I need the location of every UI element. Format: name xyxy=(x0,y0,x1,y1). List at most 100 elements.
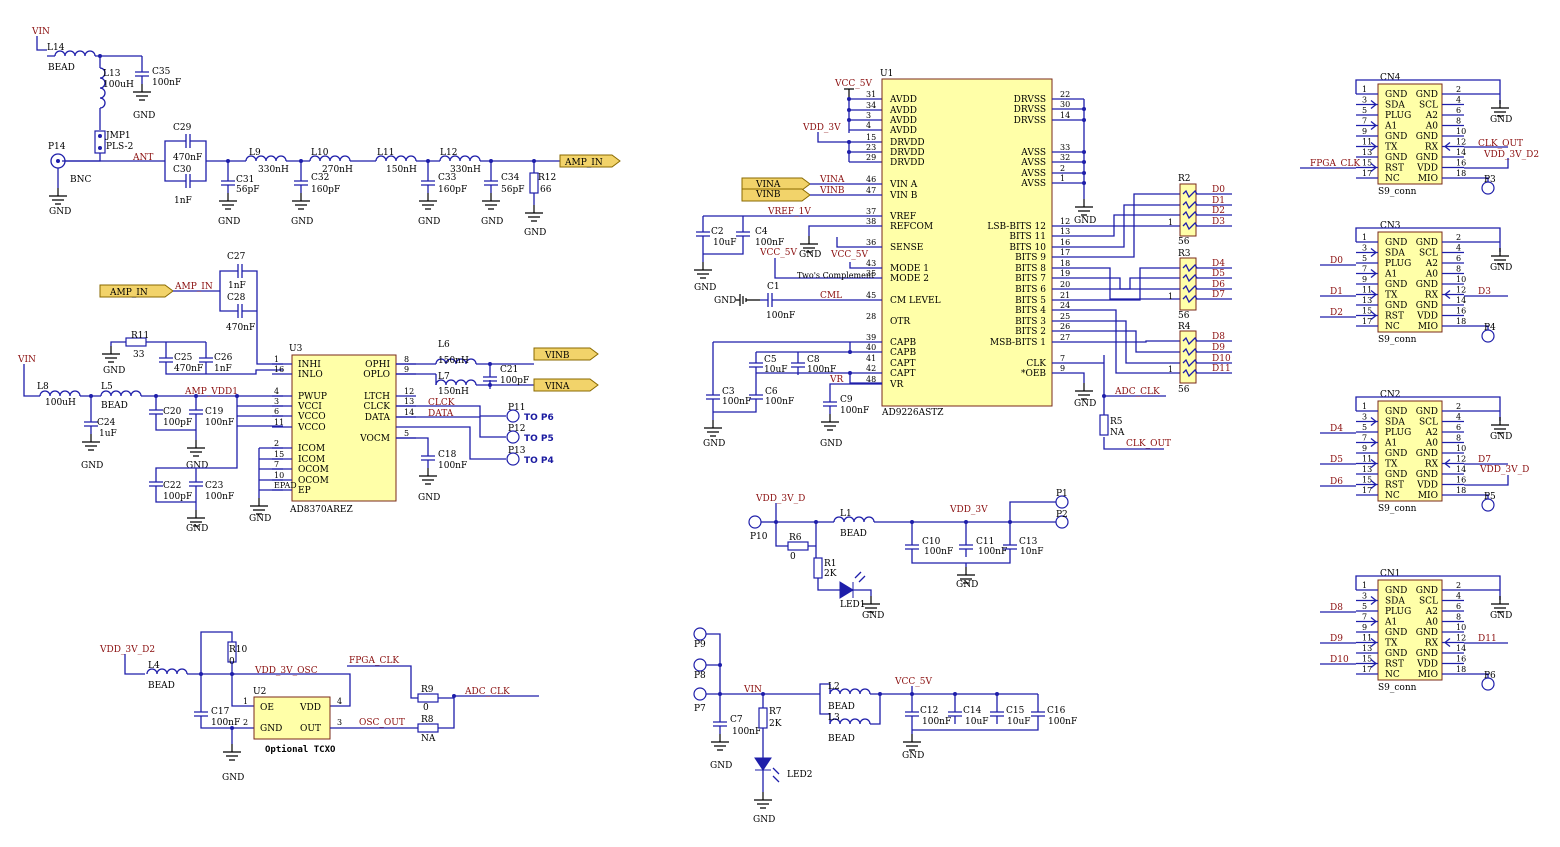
conn-pin-label: A1 xyxy=(1384,270,1397,280)
p13-testpoint[interactable] xyxy=(506,452,520,466)
svg-text:P10: P10 xyxy=(750,532,768,542)
u3-pin-number: 2 xyxy=(274,439,279,448)
p8-testpoint[interactable] xyxy=(693,658,707,672)
conn-pin-label: GND xyxy=(1416,470,1438,480)
svg-text:P11: P11 xyxy=(508,403,526,413)
p5-testpoint[interactable] xyxy=(1481,498,1495,512)
svg-text:C10: C10 xyxy=(922,537,941,547)
d-net-label: D11 xyxy=(1212,364,1231,374)
u3-pin-number: 9 xyxy=(404,365,409,374)
svg-text:2K: 2K xyxy=(769,719,782,729)
svg-text:L7: L7 xyxy=(438,372,450,382)
conn-pin-label: SCL xyxy=(1419,418,1438,428)
conn-pin-label: A1 xyxy=(1384,618,1397,628)
svg-text:L9: L9 xyxy=(249,148,261,158)
svg-text:AMP_IN: AMP_IN xyxy=(109,288,148,298)
u1-pin-label: VIN A xyxy=(889,180,918,190)
u1-pin-number: 41 xyxy=(866,354,876,363)
p12-testpoint[interactable] xyxy=(506,430,520,444)
conn-pin-number: 13 xyxy=(1362,465,1372,474)
conn-pin-label: SDA xyxy=(1385,101,1405,111)
svg-text:C5: C5 xyxy=(764,355,777,365)
conn-pin-number: 11 xyxy=(1362,634,1372,643)
svg-text:100pF: 100pF xyxy=(163,418,192,428)
p7-testpoint[interactable] xyxy=(693,687,707,701)
d-net-label: D7 xyxy=(1212,290,1225,300)
conn-pin-label: PLUG xyxy=(1385,259,1411,269)
u3-pin-number: 1 xyxy=(274,355,279,364)
u1-pin-number: 38 xyxy=(866,217,876,226)
p6-testpoint[interactable] xyxy=(1481,677,1495,691)
u1-pin-number: 43 xyxy=(866,259,876,268)
conn-pin-label: SCL xyxy=(1419,101,1438,111)
conn-pin-label: VDD xyxy=(1416,660,1438,670)
svg-text:TO P6: TO P6 xyxy=(524,413,554,423)
u1-pin-number: 22 xyxy=(1060,90,1070,99)
connector-nets: CLK_OUT VDD_3V_D2 FPGA_CLK VDD_3V_D D0 D… xyxy=(1310,139,1539,665)
l13-ref: L13 xyxy=(103,69,121,79)
svg-text:GND: GND xyxy=(418,493,440,503)
svg-text:GND: GND xyxy=(799,250,821,260)
svg-text:L10: L10 xyxy=(311,148,329,158)
svg-text:C2: C2 xyxy=(711,227,724,237)
d-net-label: D3 xyxy=(1212,217,1225,227)
svg-text:R3: R3 xyxy=(1178,249,1191,259)
svg-text:ADC_CLK: ADC_CLK xyxy=(464,687,510,697)
svg-text:D9: D9 xyxy=(1330,634,1343,644)
conn-pin-label: MIO xyxy=(1418,670,1438,680)
u3-pin-label: OCOM xyxy=(298,476,329,486)
conn-pin-label: A2 xyxy=(1425,259,1438,269)
svg-text:GND: GND xyxy=(418,217,440,227)
svg-text:470nF: 470nF xyxy=(173,153,202,163)
bnc-label: BNC xyxy=(70,175,91,185)
conn-pin-number: 2 xyxy=(1456,233,1461,242)
conn-pin-label: GND xyxy=(1385,470,1407,480)
p11-testpoint[interactable] xyxy=(506,409,520,423)
svg-text:OE: OE xyxy=(260,703,274,713)
u1-pin-label: SENSE xyxy=(890,243,923,253)
l14-ref: L14 xyxy=(47,43,65,53)
svg-text:C31: C31 xyxy=(236,175,254,185)
u1-pin-label: CM LEVEL xyxy=(890,296,941,306)
u1-pin-number: 40 xyxy=(866,343,876,352)
svg-text:GND: GND xyxy=(81,461,103,471)
svg-text:10uF: 10uF xyxy=(1007,717,1031,727)
u1-pin-label: BITS 11 xyxy=(1009,232,1046,242)
u1-pin-number: 25 xyxy=(1060,312,1070,321)
svg-text:GND: GND xyxy=(103,366,125,376)
u1-pin-label: DRVDD xyxy=(890,148,925,158)
svg-text:VCC_5V: VCC_5V xyxy=(830,250,868,260)
p2-testpoint[interactable] xyxy=(1055,515,1069,529)
svg-text:100nF: 100nF xyxy=(205,492,234,502)
u3-pin-number: 12 xyxy=(404,387,414,396)
svg-text:C26: C26 xyxy=(214,353,233,363)
u3-pin-label: ICOM xyxy=(298,444,325,454)
svg-text:C11: C11 xyxy=(976,537,994,547)
p1-testpoint[interactable] xyxy=(1055,495,1069,509)
p4-testpoint[interactable] xyxy=(1481,329,1495,343)
svg-text:150nH: 150nH xyxy=(386,165,417,175)
svg-text:D3: D3 xyxy=(1478,287,1491,297)
p10-testpoint[interactable] xyxy=(748,515,762,529)
u1-pin-label: CAPB xyxy=(890,338,916,348)
svg-text:1: 1 xyxy=(1168,292,1173,301)
conn-pin-number: 18 xyxy=(1456,317,1466,326)
u3-pin-label: ICOM xyxy=(298,455,325,465)
svg-text:P2: P2 xyxy=(1056,510,1068,520)
svg-text:10uF: 10uF xyxy=(965,717,989,727)
conn-pin-label: A1 xyxy=(1384,439,1397,449)
svg-text:100nF: 100nF xyxy=(205,418,234,428)
conn-pin-number: 15 xyxy=(1362,655,1372,664)
p9-testpoint[interactable] xyxy=(693,627,707,641)
svg-text:C34: C34 xyxy=(501,173,520,183)
gnd-label: GND xyxy=(133,111,155,121)
u1-pin-number: 24 xyxy=(1060,301,1070,310)
c35-value: 100nF xyxy=(152,78,181,88)
conn-pin-number: 5 xyxy=(1362,602,1367,611)
u3-pin-label: CLCK xyxy=(364,402,391,412)
svg-text:AD9226ASTZ: AD9226ASTZ xyxy=(881,408,944,418)
svg-text:VIN: VIN xyxy=(743,685,762,695)
u3-pin-number: 16 xyxy=(274,365,284,374)
p3-testpoint[interactable] xyxy=(1481,181,1495,195)
svg-text:1nF: 1nF xyxy=(214,364,232,374)
